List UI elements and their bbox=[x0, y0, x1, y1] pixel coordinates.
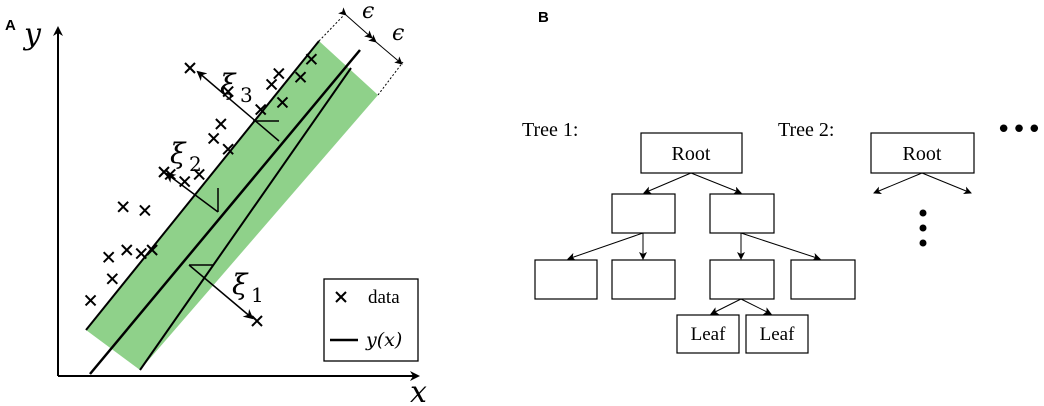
leaf-left-label: Leaf bbox=[691, 324, 726, 345]
data-point bbox=[146, 244, 158, 256]
xi3-subscript: 3 bbox=[240, 83, 253, 107]
xi2-symbol: ξ bbox=[170, 137, 187, 170]
xi1-symbol: ξ bbox=[232, 268, 249, 301]
edge-root-right bbox=[690, 172, 742, 195]
data-point bbox=[305, 53, 318, 65]
panel-b-label: B bbox=[538, 9, 549, 26]
tree2-edge-left bbox=[873, 172, 923, 194]
tree1-node-l2-2 bbox=[611, 259, 676, 300]
vertical-ellipsis bbox=[919, 209, 927, 247]
edge-leaf-left bbox=[710, 298, 742, 315]
data-point bbox=[265, 78, 278, 91]
tree1-label: Tree 1: bbox=[522, 119, 578, 141]
panel-a-label: A bbox=[5, 17, 16, 34]
data-point bbox=[117, 201, 129, 213]
regression-line bbox=[89, 49, 361, 375]
data-point bbox=[294, 71, 307, 83]
tree-2: Root bbox=[870, 132, 975, 247]
epsilon-arrow-bottom bbox=[368, 34, 403, 65]
data-point bbox=[106, 273, 119, 285]
xi1-end-cross bbox=[251, 315, 263, 327]
legend-data-marker bbox=[335, 291, 347, 303]
data-point bbox=[121, 244, 133, 256]
tree1-node-l1-left bbox=[611, 193, 676, 234]
x-axis-label: x bbox=[410, 375, 427, 406]
legend: data y(x) bbox=[323, 278, 419, 362]
tree1-node-l2-1 bbox=[534, 259, 598, 300]
legend-data-label: data bbox=[368, 287, 400, 308]
leaf-right-label: Leaf bbox=[760, 324, 795, 345]
tree2-root-label: Root bbox=[903, 143, 942, 165]
tree1-root-node bbox=[640, 132, 743, 174]
data-point bbox=[135, 247, 147, 260]
tree-1: Root Leaf Leaf bbox=[534, 132, 856, 354]
xi2-arrow bbox=[165, 172, 219, 213]
edge-l1left-ll bbox=[567, 232, 644, 261]
edge-l1right-rr bbox=[740, 232, 821, 261]
epsilon-label-top: ϵ bbox=[362, 0, 374, 24]
panel-a: A ϵ ϵ y x ξ 3 ξ 2 bbox=[5, 0, 427, 406]
data-point bbox=[207, 132, 220, 145]
tree1-root-label: Root bbox=[672, 143, 711, 165]
data-point bbox=[164, 168, 176, 181]
edge-leaf-right bbox=[740, 298, 772, 315]
xi3-symbol: ξ bbox=[220, 68, 237, 101]
tree1-node-l1-right bbox=[709, 193, 775, 234]
tree2-edge-right bbox=[921, 172, 972, 195]
xi1-subscript: 1 bbox=[251, 283, 264, 307]
data-point bbox=[139, 204, 151, 217]
epsilon-guide-top bbox=[318, 14, 345, 42]
data-point bbox=[193, 168, 205, 181]
data-points bbox=[84, 53, 318, 307]
epsilon-guide-bottom bbox=[377, 61, 404, 96]
data-point bbox=[102, 251, 115, 263]
data-point bbox=[178, 175, 191, 188]
band-lower-edge bbox=[139, 67, 352, 371]
leaf-node-right bbox=[745, 314, 809, 354]
data-point bbox=[255, 103, 267, 116]
data-point bbox=[222, 143, 234, 155]
data-point bbox=[215, 118, 227, 130]
more-trees-ellipsis: ••• bbox=[996, 115, 1042, 145]
leaf-node-left bbox=[676, 314, 740, 354]
xi2-subscript: 2 bbox=[189, 152, 202, 176]
xi2-end-cross bbox=[158, 166, 170, 178]
xi3-end-cross bbox=[184, 62, 196, 74]
xi1-arrow bbox=[188, 264, 254, 320]
tree2-root-node bbox=[870, 132, 975, 174]
edge-root-left bbox=[643, 172, 692, 194]
data-point bbox=[273, 67, 285, 80]
xi3-arrow bbox=[196, 70, 280, 142]
epsilon-label-bottom: ϵ bbox=[392, 21, 404, 46]
legend-box bbox=[323, 278, 419, 362]
epsilon-arrow-top bbox=[338, 7, 373, 39]
data-point bbox=[222, 85, 234, 98]
data-point bbox=[84, 294, 97, 307]
data-point bbox=[276, 96, 289, 109]
tree1-node-l2-3 bbox=[709, 259, 775, 300]
panel-b: B Tree 1: Tree 2: Root Leaf Leaf bbox=[522, 9, 1042, 354]
band-upper-edge bbox=[85, 40, 320, 331]
tree1-node-l2-4 bbox=[790, 259, 856, 300]
tree2-label: Tree 2: bbox=[778, 119, 834, 141]
legend-fit-label: y(x) bbox=[365, 329, 402, 351]
y-axis-label: y bbox=[22, 17, 42, 52]
